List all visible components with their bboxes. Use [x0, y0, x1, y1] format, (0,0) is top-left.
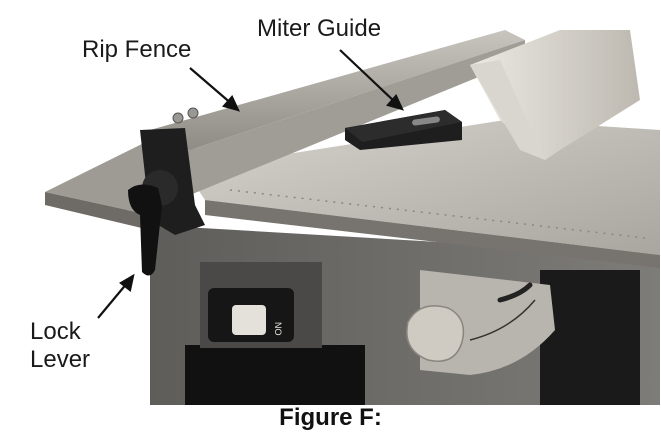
rip-fence-label: Rip Fence [82, 36, 192, 63]
bevel-lock-knob [406, 305, 465, 362]
switch-label: NO [273, 322, 283, 336]
lock-lever-label-line2: Lever [30, 346, 91, 373]
lock-lever [128, 184, 162, 276]
figure-caption: Figure F: [279, 404, 382, 431]
miter-guide [345, 110, 462, 150]
blade-guard [470, 30, 640, 160]
callout-arrows [97, 49, 405, 319]
lock-lever-label: Lock Lever [30, 318, 90, 374]
lock-lever-label-line1: Lock [30, 318, 81, 345]
power-switch: NO [200, 262, 322, 348]
miter-guide-label: Miter Guide [257, 15, 382, 42]
rip-fence [150, 30, 525, 195]
